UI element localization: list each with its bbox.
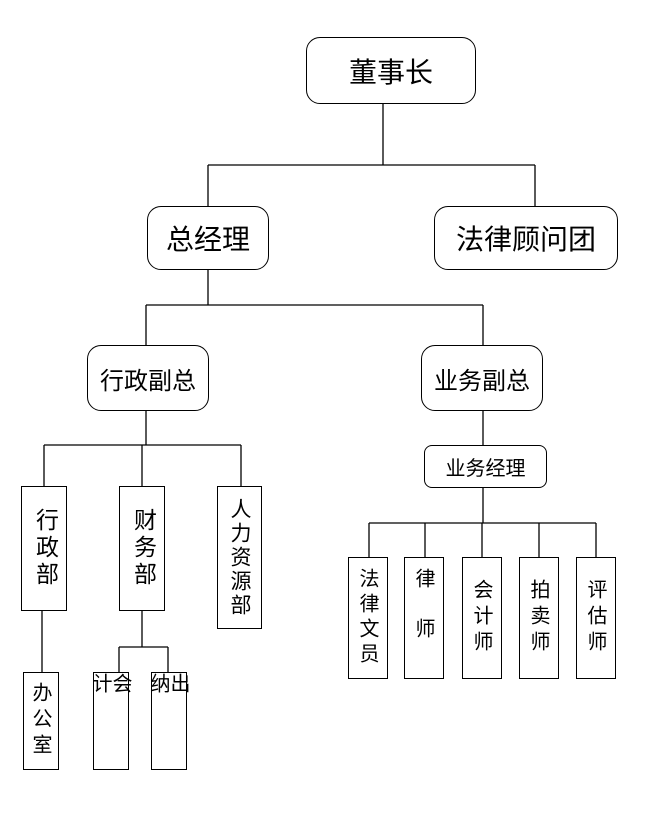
admin-vp-node: 行政副总 (87, 345, 209, 411)
business-vp-label: 业务副总 (434, 366, 530, 395)
business-manager-node: 业务经理 (424, 445, 547, 488)
appraiser-node: 评估师 (576, 557, 616, 679)
legal-advisory-group-label: 法律顾问团 (455, 223, 596, 256)
cpa-node: 会计师 (462, 557, 502, 679)
chairman-node: 董事长 (306, 37, 476, 104)
hr-dept-label: 人力资源部 (228, 497, 252, 618)
appraiser-label: 评估师 (584, 579, 608, 657)
cpa-label: 会计师 (470, 579, 494, 657)
office-label: 办公室 (29, 682, 53, 760)
finance-dept-node: 财务部 (119, 486, 165, 611)
accountant-label: 会计 (89, 673, 133, 723)
legal-advisory-group-node: 法律顾问团 (434, 206, 618, 270)
lawyer-label: 律师 (412, 568, 436, 668)
business-vp-node: 业务副总 (421, 345, 543, 411)
general-manager-node: 总经理 (147, 206, 269, 270)
admin-dept-node: 行政部 (21, 486, 67, 611)
auctioneer-node: 拍卖师 (519, 557, 559, 679)
finance-dept-label: 财务部 (129, 508, 156, 589)
hr-dept-node: 人力资源部 (217, 486, 262, 629)
accountant-node: 会计 (89, 672, 133, 770)
cashier-label: 出纳 (147, 673, 191, 723)
general-manager-label: 总经理 (165, 223, 250, 256)
legal-clerk-label: 法律文员 (356, 568, 380, 668)
admin-dept-label: 行政部 (31, 508, 58, 589)
legal-clerk-node: 法律文员 (348, 557, 388, 679)
chairman-label: 董事长 (348, 55, 433, 89)
lawyer-node: 律师 (404, 557, 444, 679)
office-node: 办公室 (23, 672, 59, 770)
business-manager-label: 业务经理 (445, 456, 526, 480)
cashier-node: 出纳 (147, 672, 191, 770)
admin-vp-label: 行政副总 (100, 366, 196, 395)
auctioneer-label: 拍卖师 (527, 579, 551, 657)
